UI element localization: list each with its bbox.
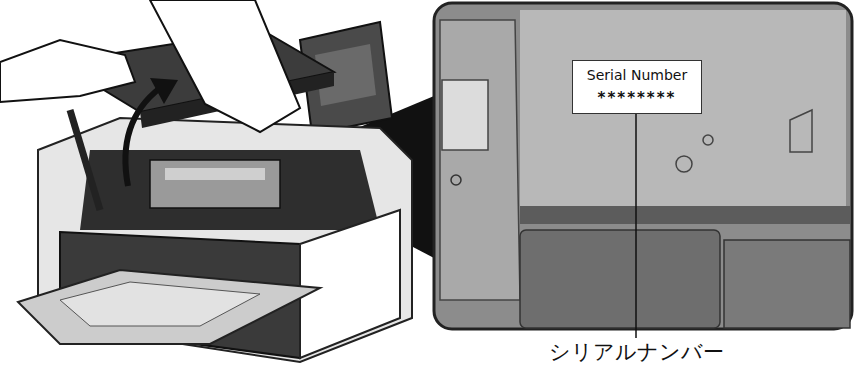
serial-value: ******** [598,88,677,108]
left-hand [0,40,135,102]
support-arm [70,110,100,210]
lower-part [724,240,850,328]
rail-bar [520,206,850,224]
screw-hole [703,135,713,145]
zoom-panel [434,3,852,329]
inner-plate [520,10,846,206]
lift-arrow-head [150,78,178,104]
serial-label-box: Serial Number ******** [572,60,702,114]
lower-part [520,230,720,328]
side-panel [300,210,400,358]
left-mechanism [440,20,520,300]
mechanism-block [442,80,488,150]
output-tray-inner [60,282,260,326]
bracket-part [790,110,812,152]
screw-hole [676,156,692,172]
label-heading: Serial Number [587,66,687,84]
lift-arrow [125,88,160,186]
print-head [150,160,280,208]
right-hand [150,0,300,132]
output-tray [18,270,320,344]
print-head-detail [165,168,265,180]
leader-line [635,112,637,338]
mechanism-hole [451,175,461,185]
part-label: シリアルナンバー [536,338,736,366]
